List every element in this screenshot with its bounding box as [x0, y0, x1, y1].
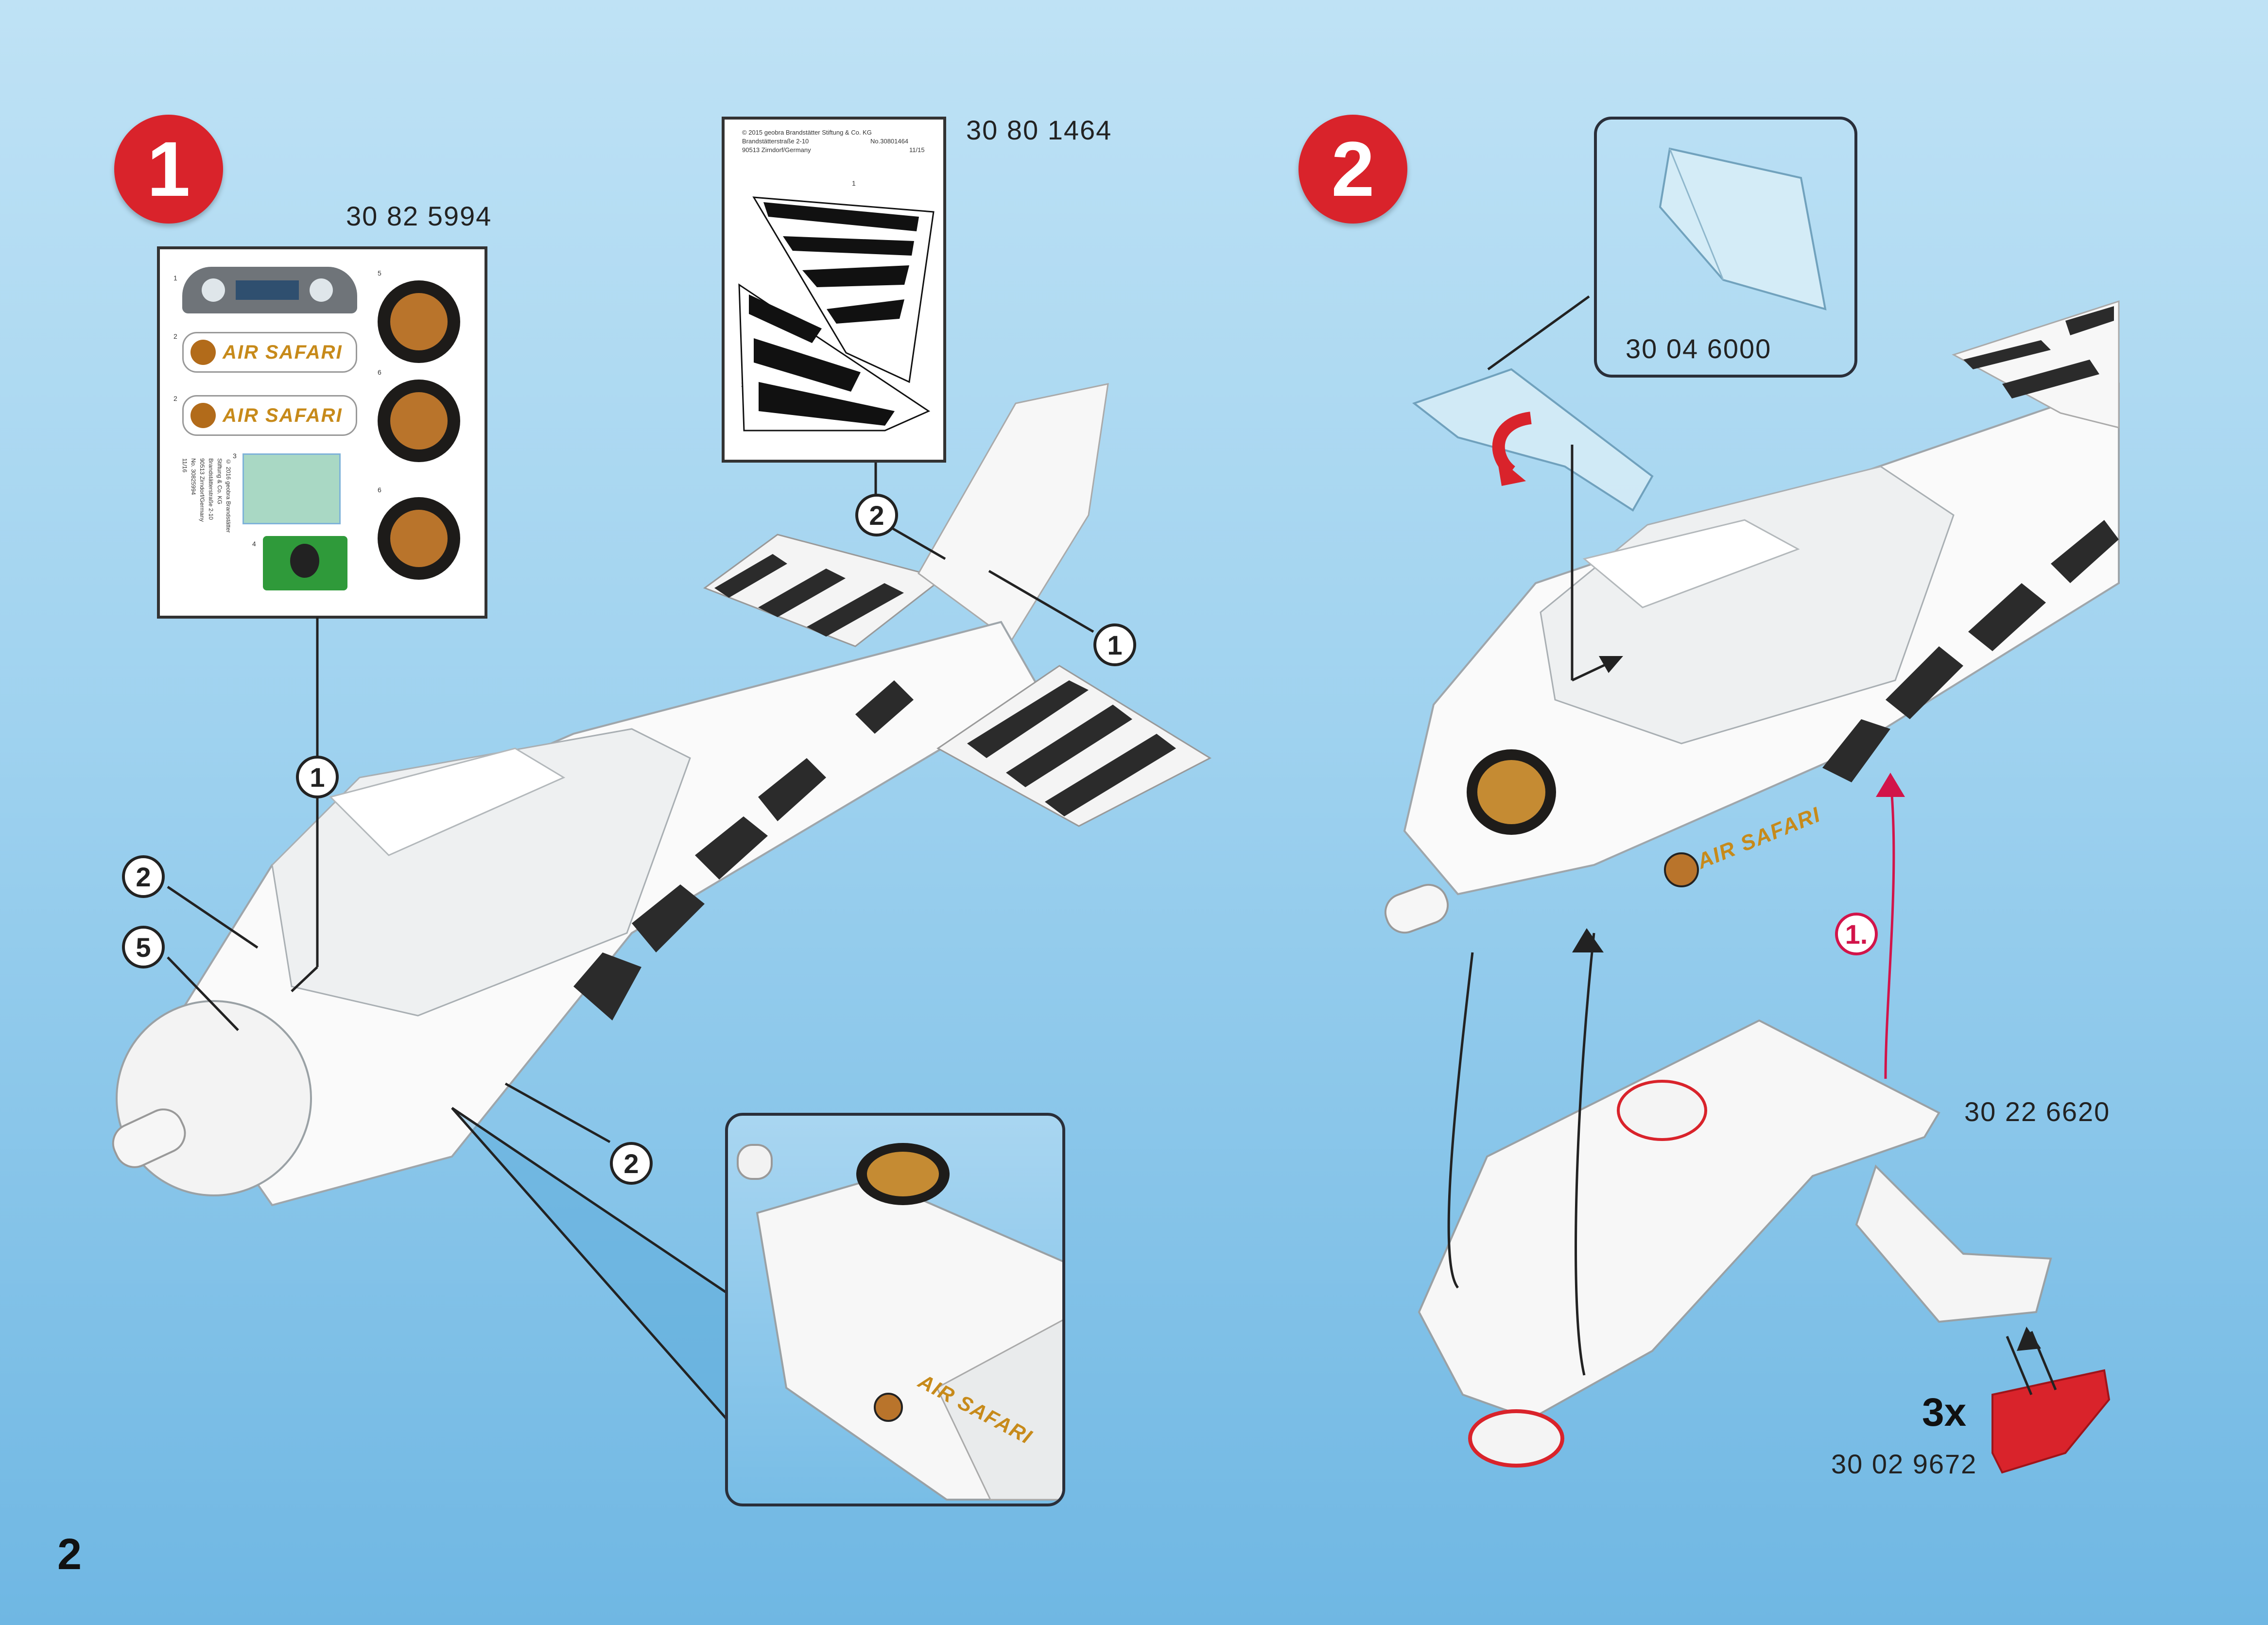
step-2-number: 2 — [1331, 125, 1375, 212]
propeller-hub — [112, 1108, 186, 1168]
callout-2-fuselage-bottom: 2 — [610, 1142, 653, 1185]
map-sticker — [242, 453, 341, 524]
sheet1-num: 2 — [173, 395, 177, 402]
callout-5-fuselage: 5 — [122, 926, 165, 968]
sheet1-num: 1 — [173, 274, 177, 282]
lion-sticker-3 — [378, 497, 460, 580]
part-number-clip: 30 02 9672 — [1831, 1449, 1977, 1479]
sticker-sheet-1: 1 2 AIR SAFARI 2 AIR SAFARI 3 4 5 6 6 — [157, 246, 487, 619]
windshield-part — [1659, 147, 1827, 311]
lion-sticker-1 — [378, 280, 460, 363]
callout-1-fuselage: 1 — [296, 756, 339, 798]
green-sticker — [263, 536, 347, 590]
page-number: 2 — [57, 1530, 82, 1579]
lion-icon — [190, 340, 216, 365]
step-1-number: 1 — [147, 125, 190, 212]
sheet2-label-1: 1 — [852, 179, 856, 187]
callout-2-tail: 2 — [855, 494, 898, 536]
lion-sticker-2 — [378, 380, 460, 462]
sheet1-num: 6 — [378, 486, 381, 494]
rotate-arrow-icon — [1497, 457, 1526, 486]
quantity-label: 3x — [1922, 1390, 1967, 1435]
windshield-inset — [1594, 117, 1857, 378]
step-2-badge: 2 — [1298, 115, 1407, 224]
sheet1-num: 5 — [378, 269, 381, 277]
sheet1-num: 3 — [233, 452, 237, 460]
callout-2-fuselage-top: 2 — [122, 855, 165, 898]
screen-icon — [236, 280, 299, 300]
sheet2-code: 11/15 — [909, 146, 925, 154]
part-number-sticker-sheet-1: 30 82 5994 — [346, 201, 492, 231]
gauge-icon — [310, 278, 333, 302]
sheet1-copyright: © 2016 geobra Brandstätter Stiftung & Co… — [181, 458, 232, 533]
sticker-sheet-2: © 2015 geobra Brandstätter Stiftung & Co… — [722, 117, 946, 463]
animal-icon — [290, 544, 319, 578]
sheet2-number: No.30801464 — [870, 138, 909, 145]
gauge-icon — [202, 278, 225, 302]
lion-icon — [190, 403, 216, 428]
lion-icon — [390, 293, 448, 350]
air-safari-sticker-2: AIR SAFARI — [182, 395, 357, 436]
callout-1-tail: 1 — [1093, 623, 1136, 666]
cockpit-step-2 — [1540, 466, 1955, 744]
step-1-badge: 1 — [114, 115, 223, 224]
callout-assembly-order: 1. — [1835, 913, 1878, 955]
red-arrow-icon — [1876, 773, 1905, 797]
part-number-windshield: 30 04 6000 — [1626, 333, 1772, 364]
sheet1-num: 6 — [378, 368, 381, 376]
part-number-sticker-sheet-2: 30 80 1464 — [966, 115, 1112, 145]
float-part — [1418, 1019, 1940, 1420]
windshield-piece — [1412, 368, 1654, 512]
lion-icon — [390, 510, 448, 567]
sheet1-num: 2 — [173, 332, 177, 340]
inset-plane-nose — [737, 1143, 1062, 1501]
lion-icon — [390, 392, 448, 449]
dashboard-sticker — [182, 267, 357, 313]
sheet2-header: © 2015 geobra Brandstätter Stiftung & Co… — [742, 129, 872, 154]
clip-part — [1991, 1369, 2111, 1474]
float-strut — [1855, 1164, 2052, 1323]
zebra-stickers — [738, 196, 935, 432]
sheet1-num: 4 — [252, 540, 256, 548]
part-number-float: 30 22 6620 — [1964, 1096, 2111, 1127]
air-safari-sticker-1: AIR SAFARI — [182, 332, 357, 373]
detail-inset: AIR SAFARI — [725, 1113, 1065, 1506]
